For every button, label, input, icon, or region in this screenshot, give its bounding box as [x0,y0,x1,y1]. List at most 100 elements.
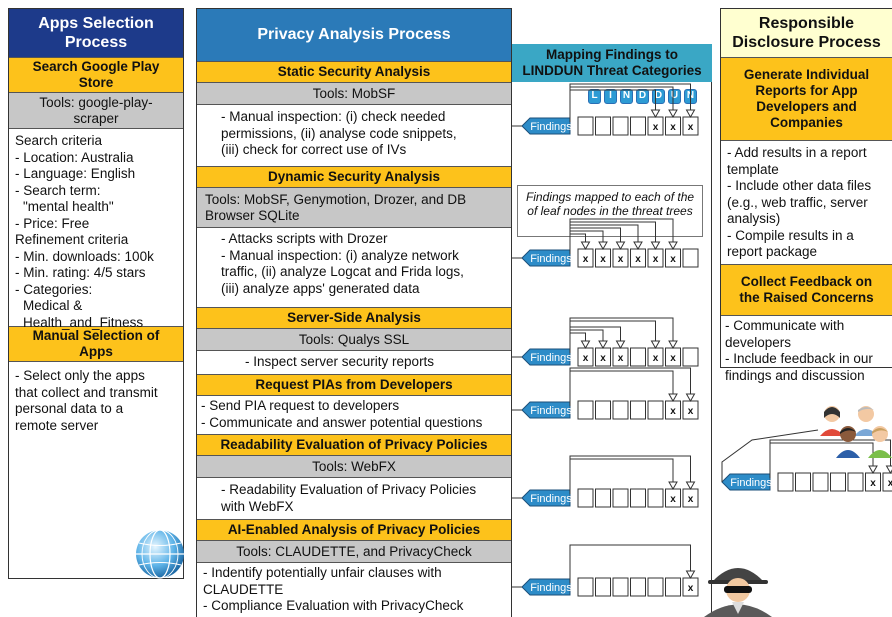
connector-arrow [668,340,678,350]
leaf-mark-x: x [583,353,589,364]
server-side-tools: Tools: Qualys SSL [197,329,511,351]
connector-arrow [598,241,608,251]
leaf-node-box [577,577,594,597]
privacy-analysis-header: Privacy Analysis Process [197,9,511,61]
leaf-node-box [777,472,794,492]
linddun-letter: I [604,89,617,104]
leaf-mark-x: x [688,406,694,417]
connector-line [569,367,691,406]
connector-arrow [685,393,696,403]
connector-arrow [685,109,696,119]
leaf-node-box [577,116,594,136]
leaf-node-box [630,488,646,508]
leaf-mark-x: x [653,254,659,265]
leaf-mark-x: x [653,122,659,133]
leaf-mark-x: x [670,494,676,505]
leaf-node-box [630,116,646,136]
mapping-column [512,44,712,617]
section-line: - Compliance Evaluation with PrivacyChec… [203,598,464,613]
criteria-line: Health_and_Fitness [23,314,144,330]
section-line: - Attacks scripts with Drozer [221,231,388,246]
play-scraper-tools: Tools: google-play-scraper [9,93,183,129]
report-line: analysis) [727,211,781,226]
section-line: - Communicate and answer potential quest… [201,414,483,430]
connector-arrow [633,241,643,251]
connector-line [569,455,691,494]
connector-line [569,83,691,122]
readability-tools: Tools: WebFX [197,456,511,478]
criteria-line: - Categories: [15,281,93,297]
leaf-mark-x: x [670,254,676,265]
section-line: CLAUDETTE [203,581,284,597]
report-line: - Include other data files [727,178,872,193]
leaf-node-box [847,472,864,492]
connector-arrow [868,465,878,475]
section-line: (iii) check for correct use of IVs [221,142,407,157]
manual-selection-title: Manual Selection of Apps [9,326,183,362]
connector-arrow [685,481,696,491]
feedback-line: findings and discussion [725,367,865,383]
mapping-note-text: Findings mapped to each of the of leaf n… [525,190,695,218]
dynamic-analysis-title: Dynamic Security Analysis [197,166,511,188]
criteria-line: Medical & [23,298,83,313]
globe-icon [136,529,184,579]
leaf-node-box [665,577,681,597]
criteria-line: - Search term: [15,182,101,198]
manual-line: that collect and transmit [15,384,158,400]
leaf-mark-x: x [670,122,676,133]
findings-label: Findings [530,352,572,364]
leaf-node-box [647,577,664,597]
manual-line: personal data to a [15,401,124,416]
criteria-line: - Language: English [15,166,136,181]
feedback-line: - Communicate with [725,318,845,333]
ai-analysis-tools: Tools: CLAUDETTE, and PrivacyCheck [197,541,511,563]
section-line: (iii) analyze apps' generated data [221,280,420,296]
leaf-mark-x: x [670,406,676,417]
criteria-line: Search criteria [15,133,103,148]
static-analysis-title: Static Security Analysis [197,61,511,83]
section-line: - Inspect server security reports [245,354,435,369]
section-line: - Indentify potentially unfair clauses w… [203,565,442,580]
connector-arrow [685,570,696,580]
leaf-node-box [577,400,594,420]
findings-tag [521,249,571,267]
findings-tag [721,473,771,491]
findings-label: Findings [730,477,772,489]
connector-arrow [650,241,661,251]
readability-text: - Readability Evaluation of Privacy Poli… [221,482,511,515]
leaf-mark-x: x [670,353,676,364]
leaf-node-box [630,577,646,597]
leaf-node-box [647,488,664,508]
leaf-node-box [812,472,829,492]
leaf-mark-x: x [600,353,606,364]
leaf-node-box [612,488,629,508]
connector-arrow [668,393,678,403]
findings-label: Findings [530,493,572,505]
disclosure-header: Responsible Disclosure Process [721,9,892,57]
attacker-icon [704,568,772,617]
findings-label: Findings [530,121,572,133]
connector-arrow [668,241,678,251]
leaf-node-box [612,577,629,597]
section-line: traffic, (ii) analyze Logcat and Frida l… [221,264,464,279]
findings-label: Findings [530,253,572,265]
criteria-line: "mental health" [23,199,114,214]
server-side-text: - Inspect server security reports [245,354,511,371]
leaf-node-box [682,347,699,367]
connector-arrow [615,340,626,350]
request-pia-title: Request PIAs from Developers [197,374,511,396]
findings-tag [521,489,571,507]
section-line: - Send PIA request to developers [201,398,400,413]
findings-tag [521,578,571,596]
dynamic-analysis-text: - Attacks scripts with Drozer- Manual in… [221,231,511,297]
leaf-mark-x: x [653,353,659,364]
connector-arrow [885,465,892,475]
